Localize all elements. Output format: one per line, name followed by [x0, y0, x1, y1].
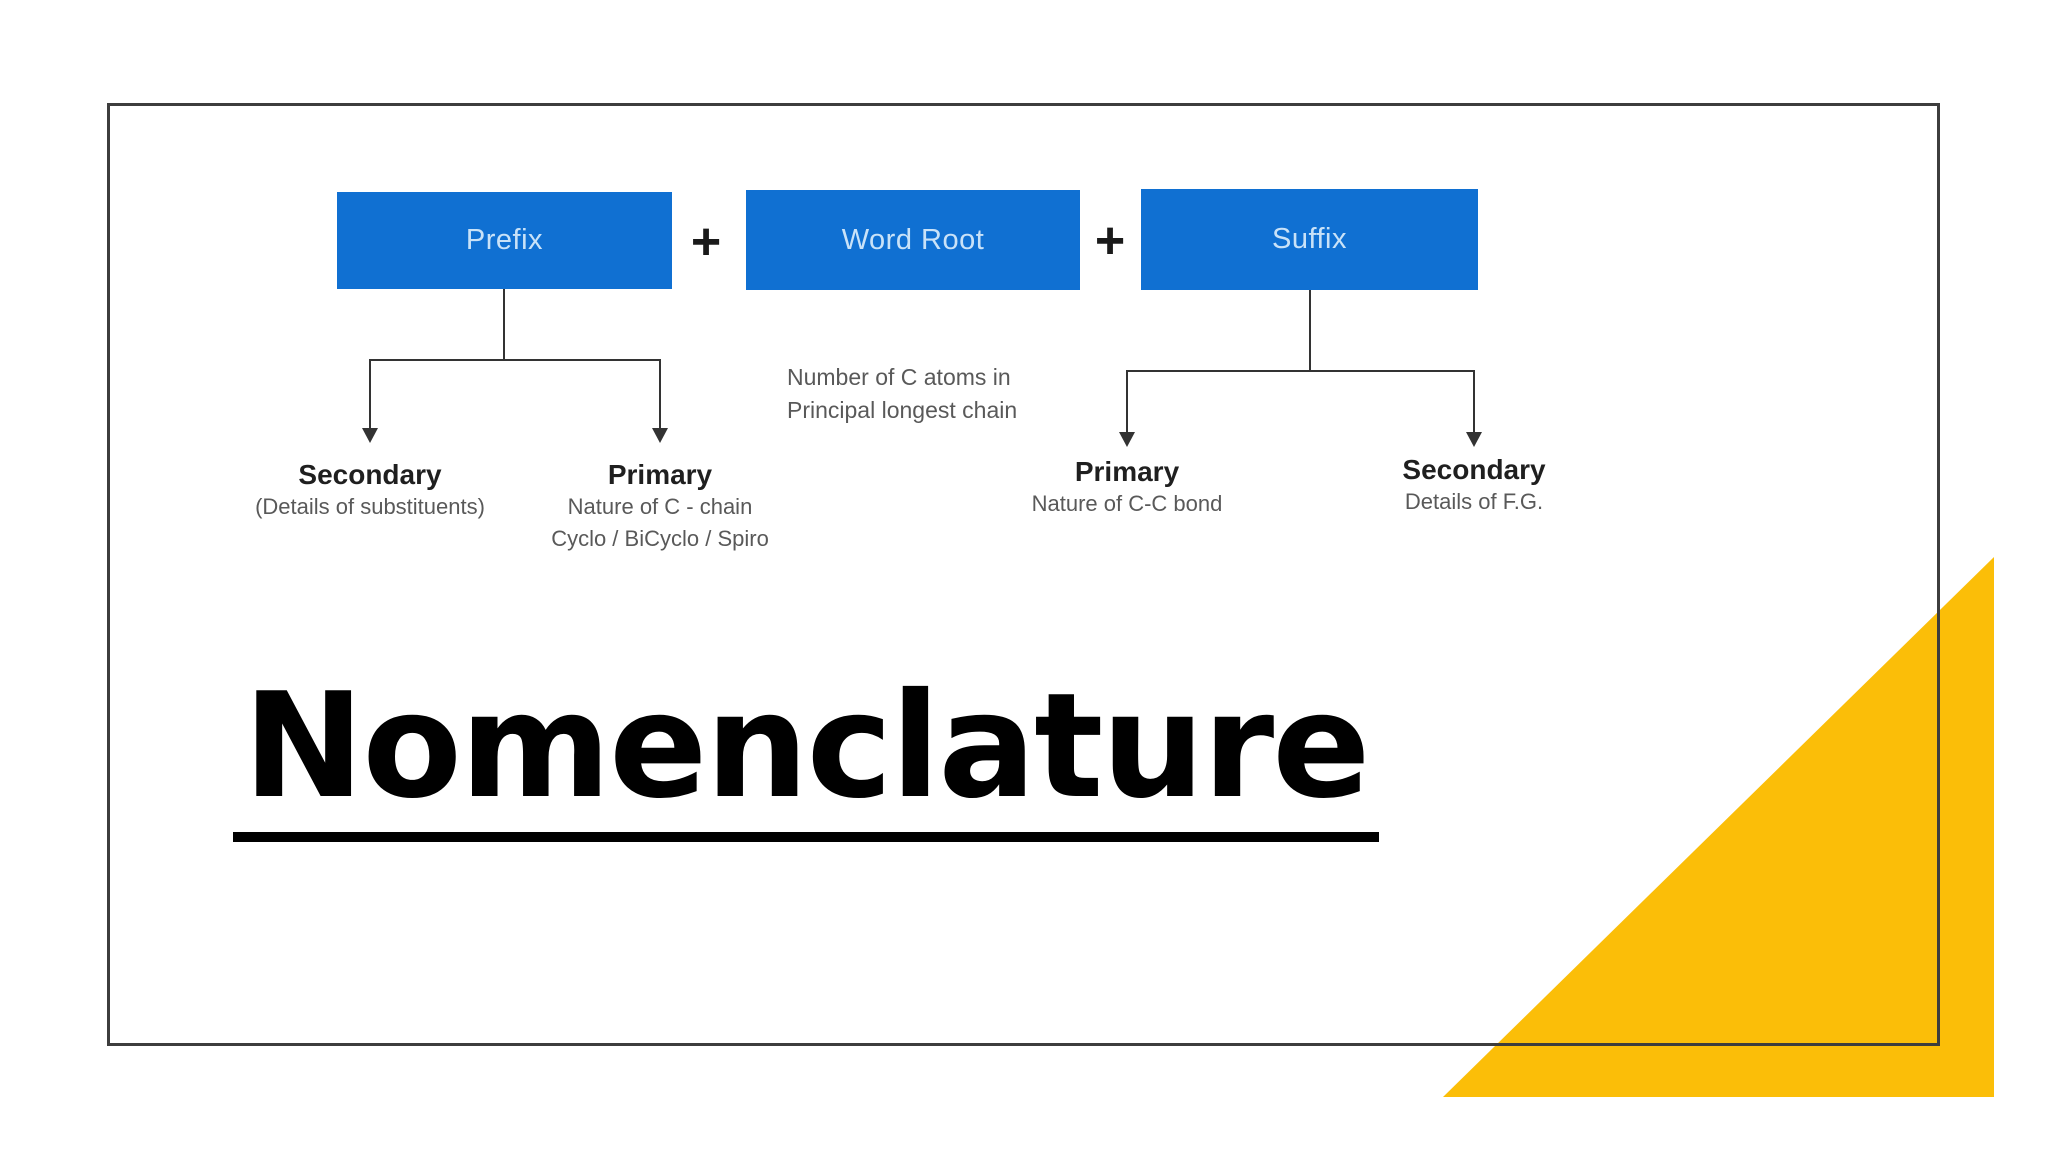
- suffix-right-arrow-line: [1473, 370, 1475, 433]
- prefix-secondary-detail: (Details of substituents): [255, 494, 485, 519]
- prefix-left-arrowhead-icon: [362, 428, 378, 443]
- suffix-secondary-label-group: Secondary Details of F.G.: [1402, 453, 1545, 518]
- word-root-box-label: Word Root: [841, 223, 985, 256]
- suffix-primary-detail: Nature of C-C bond: [1031, 491, 1223, 516]
- slide-title: Nomenclature: [233, 672, 1379, 842]
- prefix-right-arrowhead-icon: [652, 428, 668, 443]
- prefix-box: Prefix: [337, 192, 672, 289]
- prefix-left-arrow-line: [369, 359, 371, 429]
- word-root-note-line-1: Number of C atoms in: [787, 364, 1011, 390]
- plus-operator-2: +: [1094, 212, 1126, 270]
- suffix-primary-title: Primary: [1074, 456, 1180, 487]
- prefix-branch-line: [369, 359, 661, 361]
- suffix-primary-label-group: Primary Nature of C-C bond: [1032, 455, 1223, 520]
- prefix-primary-label-group: Primary Nature of C - chain Cyclo / BiCy…: [551, 458, 769, 555]
- prefix-primary-title: Primary: [607, 459, 713, 490]
- word-root-note-line-2: Principal longest chain: [787, 397, 1018, 423]
- suffix-left-arrowhead-icon: [1119, 432, 1135, 447]
- suffix-stem-line: [1309, 290, 1311, 371]
- word-root-note-group: Number of C atoms in Principal longest c…: [787, 361, 1017, 427]
- prefix-right-arrow-line: [659, 359, 661, 429]
- suffix-right-arrowhead-icon: [1466, 432, 1482, 447]
- suffix-secondary-detail: Details of F.G.: [1404, 489, 1544, 514]
- suffix-left-arrow-line: [1126, 370, 1128, 433]
- suffix-branch-line: [1126, 370, 1475, 372]
- slide-frame-border: [107, 103, 1940, 1046]
- suffix-box: Suffix: [1141, 189, 1478, 290]
- prefix-primary-detail-1: Nature of C - chain: [567, 494, 753, 519]
- suffix-box-label: Suffix: [1271, 223, 1347, 255]
- prefix-stem-line: [503, 289, 505, 360]
- suffix-secondary-title: Secondary: [1402, 454, 1546, 485]
- plus-operator-1: +: [690, 213, 722, 271]
- prefix-secondary-title: Secondary: [298, 459, 442, 490]
- prefix-box-label: Prefix: [465, 224, 544, 256]
- word-root-box: Word Root: [746, 190, 1080, 290]
- prefix-secondary-label-group: Secondary (Details of substituents): [255, 458, 485, 523]
- prefix-primary-detail-2: Cyclo / BiCyclo / Spiro: [551, 526, 769, 551]
